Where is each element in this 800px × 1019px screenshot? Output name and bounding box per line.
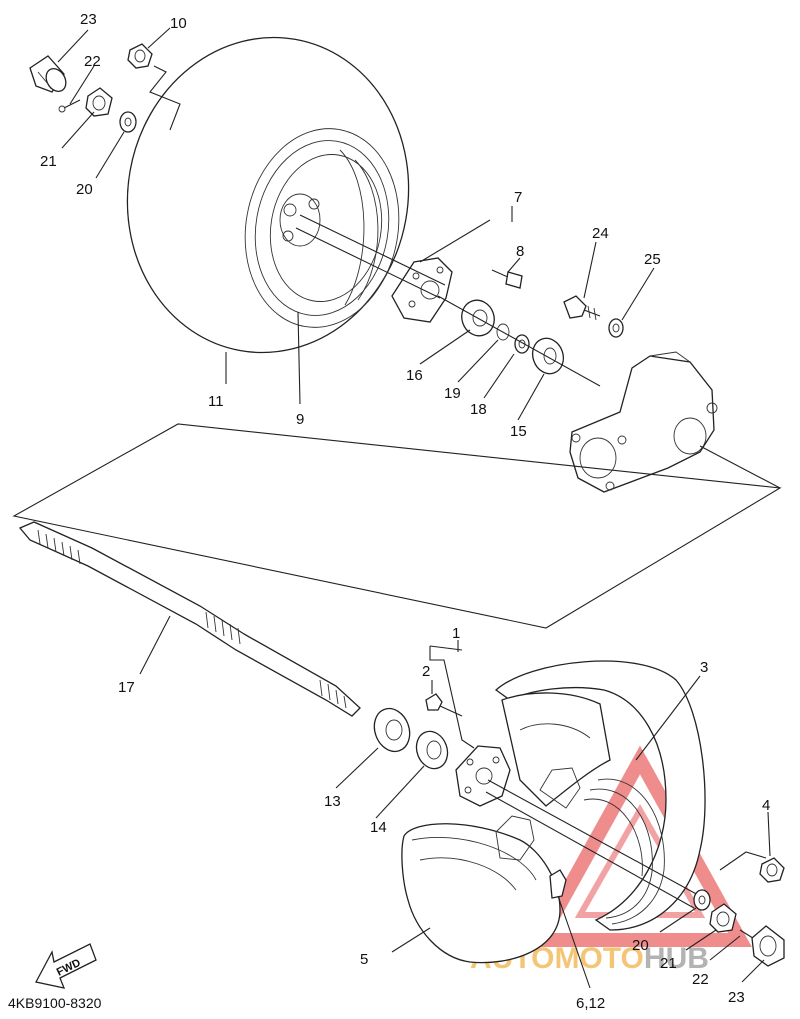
callout-17: 17 bbox=[118, 679, 135, 696]
washer-bottom bbox=[693, 889, 711, 911]
spacer-18 bbox=[514, 334, 530, 354]
valve-stem bbox=[549, 869, 591, 989]
callout-6-12: 6,12 bbox=[576, 995, 605, 1012]
bearing-15 bbox=[531, 337, 565, 375]
callout-19: 19 bbox=[444, 385, 461, 402]
callout-1: 1 bbox=[452, 625, 460, 642]
rim-outer-3 bbox=[494, 660, 706, 931]
callout-9: 9 bbox=[296, 411, 304, 428]
callout-25: 25 bbox=[644, 251, 661, 268]
callout-18: 18 bbox=[470, 401, 487, 418]
nut-cap-bottom bbox=[751, 925, 785, 967]
leader-lines bbox=[57, 27, 771, 983]
stud-nut-top bbox=[127, 43, 153, 69]
washer-top bbox=[119, 111, 137, 133]
callout-21-top: 21 bbox=[40, 153, 57, 170]
hub-top bbox=[391, 257, 453, 323]
callout-11: 11 bbox=[208, 393, 224, 410]
callout-22-bottom: 22 bbox=[692, 971, 709, 988]
callout-22-top: 22 bbox=[84, 53, 101, 70]
castle-nut-top bbox=[85, 87, 113, 117]
bolt-24 bbox=[563, 295, 601, 321]
rim-half-5 bbox=[401, 815, 561, 964]
bearing-13 bbox=[373, 707, 411, 753]
diagram-code: 4KB9100-8320 bbox=[8, 995, 102, 1011]
callout-23-bottom: 23 bbox=[728, 989, 745, 1006]
tire-top bbox=[126, 36, 410, 354]
callout-4: 4 bbox=[762, 797, 770, 814]
stud-nut-bottom bbox=[759, 857, 785, 883]
callout-10: 10 bbox=[170, 15, 187, 32]
callout-20-top: 20 bbox=[76, 181, 93, 198]
final-gear-case bbox=[569, 351, 718, 493]
washer-25 bbox=[608, 318, 624, 338]
callout-13: 13 bbox=[324, 793, 341, 810]
nut-cap-top bbox=[29, 55, 67, 93]
callout-2: 2 bbox=[422, 663, 430, 680]
callout-24: 24 bbox=[592, 225, 609, 242]
oil-seal-14 bbox=[415, 730, 449, 770]
callout-20-bottom: 20 bbox=[632, 937, 649, 954]
bolt-top bbox=[491, 269, 523, 289]
callout-8: 8 bbox=[516, 243, 524, 260]
cotter-pin-top bbox=[58, 99, 81, 113]
rim-inner-3 bbox=[501, 692, 611, 809]
watermark-text-b: HUB bbox=[644, 942, 709, 975]
bolt-bottom bbox=[425, 693, 463, 717]
callout-23-top: 23 bbox=[80, 11, 97, 28]
rear-axle-shaft bbox=[18, 521, 361, 717]
fwd-arrow: FWD bbox=[35, 943, 97, 989]
callout-5: 5 bbox=[360, 951, 368, 968]
callout-16: 16 bbox=[406, 367, 423, 384]
callout-7: 7 bbox=[514, 189, 522, 206]
callout-21-bottom: 21 bbox=[660, 955, 677, 972]
circlip-19 bbox=[496, 323, 510, 341]
callout-15: 15 bbox=[510, 423, 527, 440]
hub-bottom bbox=[455, 745, 511, 807]
callout-14: 14 bbox=[370, 819, 387, 836]
castle-nut-bottom bbox=[709, 903, 737, 933]
callout-3: 3 bbox=[700, 659, 708, 676]
callout-labels: 23 22 21 20 10 7 8 24 25 16 19 18 15 11 … bbox=[40, 11, 770, 1012]
